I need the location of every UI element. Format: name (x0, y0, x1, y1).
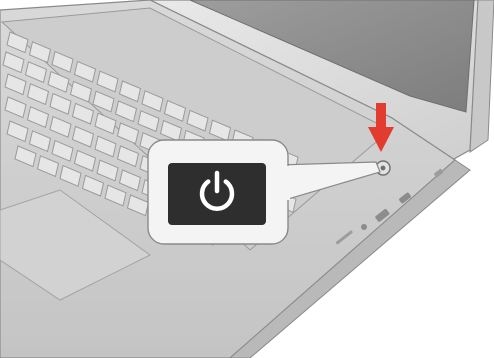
callout-pointer-mask (284, 166, 290, 200)
power-button-center (381, 166, 386, 171)
audio-jack (361, 224, 367, 230)
